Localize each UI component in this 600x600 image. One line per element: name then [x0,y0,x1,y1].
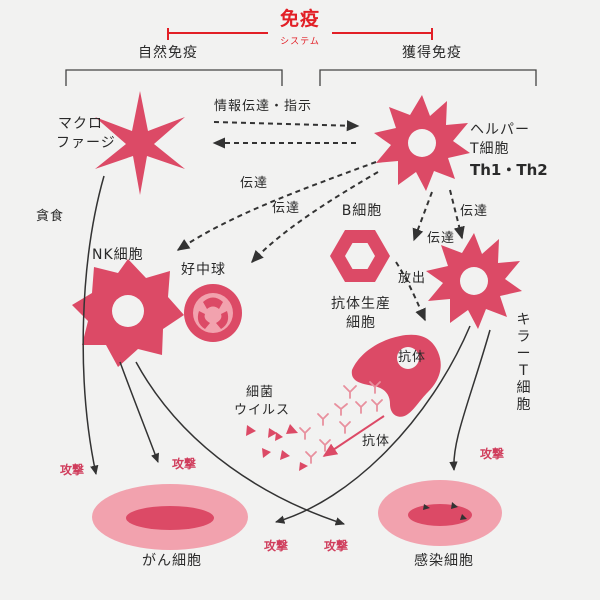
transfer-label-3: 伝達 [460,204,489,219]
antibody-producing-cell-icon [351,334,441,417]
transfer-label-4: 伝達 [427,231,456,246]
attack-label-4: 攻撃 [264,539,289,553]
info-transfer-label: 情報伝達・指示 [214,99,313,114]
nk-cell-icon [72,259,184,367]
helper-t-label-line3: Th1・Th2 [470,161,548,179]
page-subtitle: システム [280,37,320,47]
killer-t-label: キラーT細胞 [516,312,532,413]
virus-label: ウイルス [233,403,291,418]
macrophage-label-line2: ファージ [56,135,116,151]
antibody-producing-label-line1: 抗体生産 [331,296,391,312]
transfer-label-2: 伝達 [272,201,301,216]
dashed-arrows [176,120,465,322]
b-cell-icon [330,230,390,282]
antibody-marks [299,381,383,464]
b-cell-label: B細胞 [341,203,383,219]
antibody-producing-label-line2: 細胞 [346,315,376,331]
killer-t-cell-icon [426,233,522,329]
nk-cell-label: NK細胞 [92,247,144,263]
helper-t-label-line1: ヘルパー [470,122,530,138]
phagocytosis-label: 貪食 [36,209,65,224]
helper-t-cell-icon [374,95,470,191]
antibody-arrow [322,415,385,457]
attack-label-1: 攻撃 [60,463,85,477]
antibody-label-1: 抗体 [398,350,427,365]
neutrophil-label: 好中球 [181,262,226,278]
page-title: 免疫 [279,8,321,30]
bacteria-virus-marks [246,424,308,471]
innate-immunity-label: 自然免疫 [138,45,198,61]
bacteria-label: 細菌 [245,385,275,400]
acquired-bracket [319,69,537,86]
attack-label-2: 攻撃 [172,457,197,471]
release-label: 放出 [398,271,427,286]
helper-t-label-line2: T細胞 [470,141,510,157]
cancer-cell-icon [92,484,248,550]
acquired-immunity-label: 獲得免疫 [402,45,462,61]
cancer-cell-label: がん細胞 [142,553,202,569]
solid-arrows [82,175,491,526]
macrophage-label-line1: マクロ [58,116,103,132]
neutrophil-icon [184,284,242,342]
infected-cell-label: 感染細胞 [414,553,474,569]
attack-label-5: 攻撃 [324,539,349,553]
transfer-label-1: 伝達 [240,176,269,191]
infected-cell-icon [378,480,502,546]
attack-label-3: 攻撃 [480,447,505,461]
title-bracket [167,28,433,40]
antibody-label-2: 抗体 [362,434,391,449]
innate-bracket [65,69,283,86]
macrophage-icon [95,91,185,195]
